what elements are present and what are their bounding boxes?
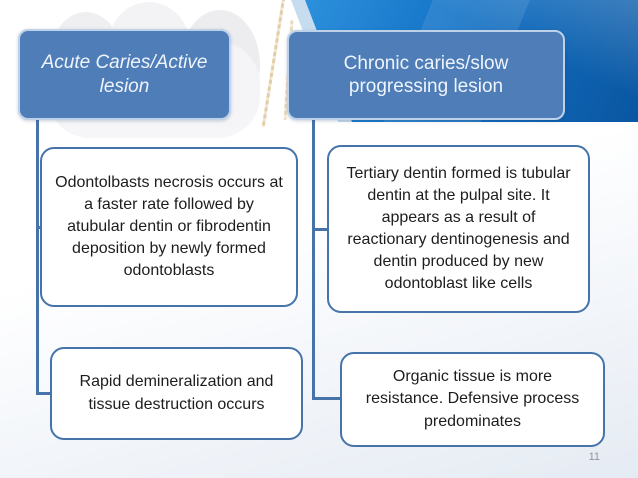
child-box-text: Odontolbasts necrosis occurs at a faster… [55,173,283,280]
page-number: 11 [588,451,600,463]
child-box-text: Rapid demineralization and tissue destru… [79,373,274,413]
child-box-tertiary-dentin: Tertiary dentin formed is tubular dentin… [327,145,590,313]
connector-right-vertical [312,118,315,400]
child-box-organic-tissue: Organic tissue is more resistance. Defen… [340,352,605,447]
child-box-text: Tertiary dentin formed is tubular dentin… [346,164,571,293]
child-box-text: Organic tissue is more resistance. Defen… [365,368,580,430]
connector-right-stub-top [312,228,329,231]
header-label: Chronic caries/slow progressing lesion [343,52,509,97]
dental-file-ghost-image [261,0,286,128]
connector-right-elbow [312,397,342,400]
child-box-rapid-demineralization: Rapid demineralization and tissue destru… [50,347,303,440]
header-box-acute-caries: Acute Caries/Active lesion [18,29,231,120]
header-box-chronic-caries: Chronic caries/slow progressing lesion [287,30,565,120]
child-box-odontoblast-necrosis: Odontolbasts necrosis occurs at a faster… [40,147,298,307]
header-label: Acute Caries/Active lesion [41,52,208,97]
connector-left-elbow [36,392,52,395]
connector-left-vertical [36,119,39,395]
